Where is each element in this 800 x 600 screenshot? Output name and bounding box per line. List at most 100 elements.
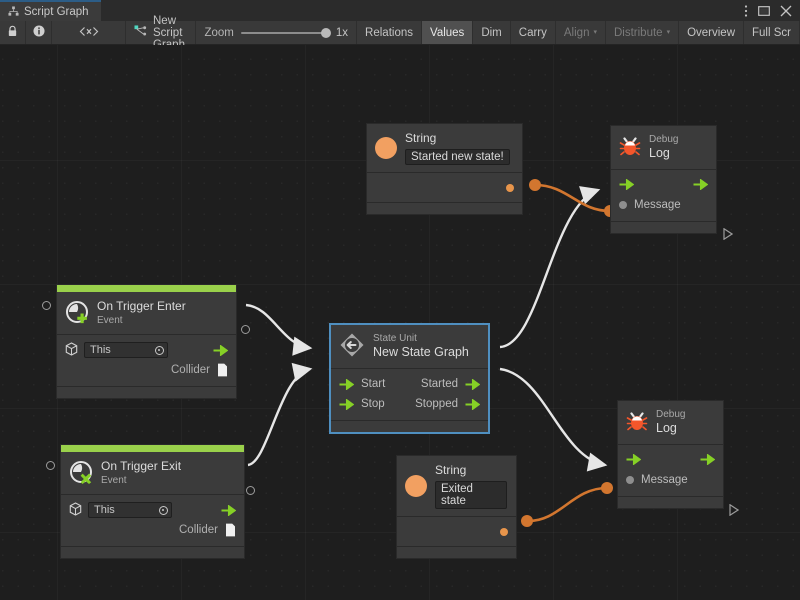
object-picker-icon[interactable] [155,345,164,355]
distribute-button[interactable]: Distribute ▾ [606,21,680,44]
flow-output-port[interactable] [700,453,716,466]
value-output-port[interactable] [500,528,508,536]
flow-input-port[interactable] [626,453,642,466]
stop-input-port[interactable] [339,397,355,411]
node-title: On Trigger Enter [97,299,186,313]
node-header-text: On Trigger Exit Event [101,459,181,487]
relations-label: Relations [365,26,413,39]
tab-script-graph[interactable]: Script Graph [0,0,101,21]
edge-string-bottom-to-message [526,486,608,523]
carry-label: Carry [518,26,547,39]
node-footer [57,386,236,398]
port-collider-output-exit[interactable] [246,486,255,495]
start-input-port[interactable] [339,377,355,391]
graph-toolbar: New Script Graph Zoom 1x Relations Value… [0,15,800,51]
more-options-icon[interactable] [744,4,748,18]
port-flow-output-log-bottom[interactable] [729,503,740,517]
node-header: String Exited state [397,456,516,516]
target-object-field[interactable]: This [84,342,168,358]
node-subtitle: Debug [649,134,679,145]
node-body: This Collider [57,334,236,386]
collider-doc-icon[interactable] [217,363,228,377]
port-flow-output-log-top[interactable] [723,227,734,241]
overview-button[interactable]: Overview [679,21,745,44]
node-debug-log-bottom[interactable]: Debug Log Message [617,400,724,509]
target-object-value: This [90,344,111,356]
port-target-input-exit[interactable] [46,461,55,470]
collider-label: Collider [171,364,210,376]
node-header: Debug Log [611,126,716,169]
value-output-port[interactable] [506,184,514,192]
collider-label: Collider [179,524,218,536]
flow-output-port[interactable] [221,503,237,517]
stopped-output-port[interactable] [465,397,481,411]
code-brackets-icon [78,26,100,40]
string-value-field[interactable]: Started new state! [405,149,510,165]
graph-hierarchy-icon [8,6,19,17]
message-row: Message [626,470,715,490]
node-body: Start Started Stop [331,368,488,420]
code-view-button[interactable] [52,21,126,44]
lock-icon [7,25,18,40]
edge-exit-to-stop [247,362,313,467]
current-graph[interactable]: New Script Graph [126,15,197,51]
message-input-port[interactable] [626,475,634,484]
zoom-value: 1x [335,26,349,39]
port-target-input-enter[interactable] [42,301,51,310]
edge-enter-to-start [245,303,313,356]
string-value-field[interactable]: Exited state [434,481,507,509]
node-header: String Started new state! [367,124,522,172]
dim-label: Dim [481,26,502,39]
info-button[interactable] [26,21,52,44]
maximize-icon[interactable] [758,5,770,17]
zoom-slider[interactable] [240,27,331,38]
value-port-out-top [529,179,541,191]
value-port-in-bottom [601,482,613,494]
gameobject-cube-icon [65,341,78,359]
start-label: Start [361,378,386,390]
graph-canvas[interactable]: String Started new state! [0,45,800,600]
flow-row [626,450,716,470]
port-collider-output-enter[interactable] [241,325,250,334]
info-icon [32,25,45,40]
object-picker-icon[interactable] [159,505,168,515]
started-output-port[interactable] [465,377,481,391]
started-label: Started [420,378,458,390]
node-body: This Collider [61,494,244,546]
overview-label: Overview [687,26,736,39]
values-button[interactable]: Values [422,21,474,44]
node-string-bottom[interactable]: String Exited state [396,455,517,559]
zoom-slider-handle[interactable] [320,27,331,38]
node-on-trigger-enter[interactable]: On Trigger Enter Event This [56,284,237,399]
node-body: Message [618,443,723,496]
dim-button[interactable]: Dim [473,21,511,44]
node-title: Log [649,146,670,160]
node-on-trigger-exit[interactable]: On Trigger Exit Event This [60,444,245,559]
target-object-field[interactable]: This [88,502,172,518]
message-label: Message [634,198,681,211]
align-button[interactable]: Align ▾ [556,21,606,44]
lock-button[interactable] [0,21,26,44]
node-title: String [434,463,467,477]
node-header: On Trigger Enter Event [57,292,236,334]
node-state-unit[interactable]: State Unit New State Graph Start Started [330,324,489,433]
close-icon[interactable] [780,5,792,17]
carry-button[interactable]: Carry [511,21,556,44]
edge-started-to-log-top [499,186,601,349]
flow-input-port[interactable] [619,178,635,191]
collider-row: Collider [65,360,228,380]
node-string-top[interactable]: String Started new state! [366,123,523,215]
collider-doc-icon[interactable] [225,523,236,537]
node-debug-log-top[interactable]: Debug Log Message [610,125,717,234]
flow-output-port[interactable] [213,343,229,357]
node-header-text: On Trigger Enter Event [97,299,186,327]
full-screen-button[interactable]: Full Scr [744,21,800,44]
relations-button[interactable]: Relations [357,21,422,44]
message-input-port[interactable] [619,200,627,209]
stop-stopped-row: Stop Stopped [339,394,481,414]
start-started-row: Start Started [339,374,481,394]
flow-output-port[interactable] [693,178,709,191]
event-cross-icon [69,460,93,487]
zoom-control[interactable]: Zoom 1x [196,21,358,44]
